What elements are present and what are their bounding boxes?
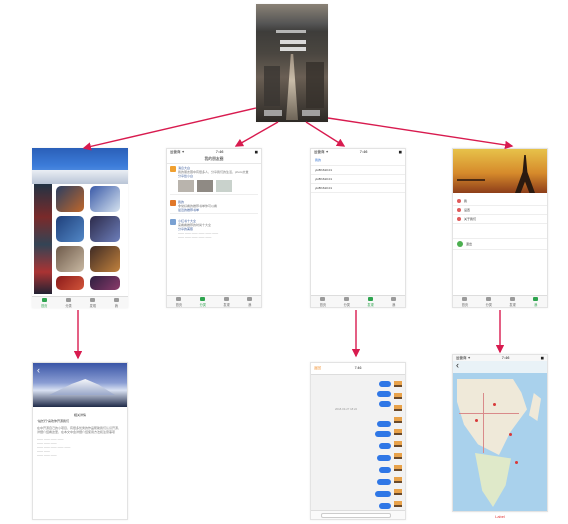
list-screen: 运营商 ✦7:46■ 我的 yic8f1610.01 yic8f1610.01 … (310, 148, 406, 308)
post-link[interactable]: 分享的美照 (178, 227, 194, 231)
avatar[interactable] (170, 166, 176, 172)
message-bubble[interactable] (377, 421, 391, 427)
arrow-to-photo-grid (82, 107, 257, 151)
person-icon (457, 199, 461, 203)
tab-me[interactable]: 我 (391, 296, 397, 307)
post-image[interactable] (197, 180, 213, 192)
post-text: 来看看推荐的时尚十大全 (178, 223, 212, 227)
profile-screen: 我 设置 关于我们 退出 首页 分类 发现 我 (452, 148, 548, 308)
map-marker[interactable] (509, 433, 512, 436)
tab-me[interactable]: 我 (114, 297, 120, 308)
message-bubble[interactable] (379, 401, 391, 407)
chat-timestamp: 2018-03-27 18:22 (335, 407, 358, 411)
status-bar: 运营商 ✦7:46■ (453, 355, 547, 361)
avatar (394, 381, 402, 511)
avatar[interactable] (170, 200, 176, 206)
tab-me[interactable]: 我 (247, 296, 253, 307)
arrow-to-profile (327, 117, 514, 150)
message-bubble[interactable] (375, 431, 391, 437)
photo-grid-screen: 首页 分类 发现 我 (32, 148, 128, 308)
avatar[interactable] (170, 219, 176, 225)
tab-bar: 首页 分类 发现 我 (32, 296, 128, 308)
back-icon[interactable]: ‹ (456, 360, 459, 370)
detail-screen: ‹ 相关详情 “站长行”喜欢你开源我们 在中开源自己的小项目，有很多优秀的作品帮… (32, 362, 128, 520)
tab-home[interactable]: 首页 (41, 297, 47, 308)
tab-home[interactable]: 首页 (462, 296, 468, 307)
list-item[interactable]: yic8f1610.01 (311, 175, 405, 184)
profile-banner (453, 149, 547, 193)
message-bubble[interactable] (375, 491, 391, 497)
message-bubble[interactable] (379, 467, 391, 473)
profile-row-me[interactable]: 我 (453, 197, 547, 206)
message-bubble[interactable] (379, 443, 391, 449)
status-bar: 运营商 ✦7:46■ (170, 149, 258, 155)
tab-category[interactable]: 分类 (344, 296, 350, 307)
profile-row-about[interactable]: 关于我们 (453, 215, 547, 224)
list-item[interactable]: yic8f1610.01 (311, 166, 405, 175)
detail-title: 相关详情 (73, 413, 86, 417)
post-author[interactable]: 消息大白 (178, 166, 191, 170)
map-label: Label (495, 514, 505, 519)
tab-discover[interactable]: 发现 (223, 296, 230, 307)
post-link[interactable]: 最近的推荐书单 (178, 208, 200, 212)
arrow-to-feed (234, 121, 279, 147)
map-marker[interactable] (515, 461, 518, 464)
feed-title: 我的朋友圈 (167, 155, 261, 164)
tab-bar: 首页 分类 发现 我 (453, 295, 547, 307)
gear-icon (457, 208, 461, 212)
message-bubble[interactable] (379, 381, 391, 387)
profile-row-settings[interactable]: 设置 (453, 206, 547, 215)
register-button[interactable] (264, 110, 282, 116)
tab-category[interactable]: 分类 (200, 296, 206, 307)
tab-home[interactable]: 首页 (320, 296, 326, 307)
map-marker[interactable] (493, 403, 496, 406)
post-author[interactable]: 小红书十大全 (178, 219, 197, 223)
tab-discover[interactable]: 发现 (367, 296, 374, 307)
tab-bar: 首页 分类 发现 我 (167, 295, 261, 307)
post-text: 非常好看的推荐书单你可以看 (178, 204, 218, 208)
detail-subtitle: “站长行”喜欢你开源我们 (37, 419, 69, 423)
tab-discover[interactable]: 发现 (90, 297, 96, 308)
password-field[interactable] (280, 47, 306, 51)
map-view[interactable] (453, 373, 547, 511)
tab-home[interactable]: 首页 (176, 296, 182, 307)
post-image[interactable] (216, 180, 232, 192)
map-marker[interactable] (475, 419, 478, 422)
post-author[interactable]: 我的 (178, 200, 185, 204)
list-header: 我的 (311, 155, 405, 166)
message-bubble[interactable] (379, 503, 391, 509)
arrow-to-list (305, 121, 346, 147)
chat-title: 7:46 (354, 366, 362, 370)
logout-row[interactable]: 退出 (453, 238, 547, 250)
info-icon (457, 217, 461, 221)
list-item[interactable]: yic8f1610.01 (311, 184, 405, 193)
tab-category[interactable]: 分类 (486, 296, 492, 307)
post-text: 我的朋友圈中有很多人，分享我们的生活，photo文章 (178, 170, 249, 174)
message-bubble[interactable] (377, 455, 391, 461)
tab-bar: 首页 分类 发现 我 (311, 295, 405, 307)
username-field[interactable] (280, 40, 306, 44)
chat-back-button[interactable]: 返回 (314, 366, 321, 370)
post-link[interactable]: 分享给小白 (178, 174, 194, 178)
chat-screen: 返回 7:46 2018-03-27 18:22 (310, 362, 406, 520)
map-screen: 运营商 ✦7:46■ ‹ (452, 354, 548, 512)
status-bar: 运营商 ✦7:46■ (314, 149, 402, 155)
message-bubble[interactable] (377, 479, 391, 485)
logout-icon (457, 241, 463, 247)
post-image[interactable] (178, 180, 194, 192)
launch-screen (256, 4, 328, 122)
feed-screen: 运营商 ✦7:46■ 我的朋友圈 消息大白 我的朋友圈中有很多人，分享我们的生活… (166, 148, 262, 308)
login-button[interactable] (302, 110, 320, 116)
tab-me[interactable]: 我 (533, 296, 539, 307)
tab-discover[interactable]: 发现 (509, 296, 516, 307)
message-bubble[interactable] (377, 391, 391, 397)
message-input[interactable] (321, 513, 391, 518)
back-icon[interactable]: ‹ (37, 365, 40, 375)
tab-category[interactable]: 分类 (65, 297, 72, 308)
detail-banner: ‹ (33, 363, 127, 407)
detail-paragraph: 在中开源自己的小项目，有很多优秀的作品帮助我们认识开源，详细介绍看这里，在本文中… (37, 426, 122, 434)
